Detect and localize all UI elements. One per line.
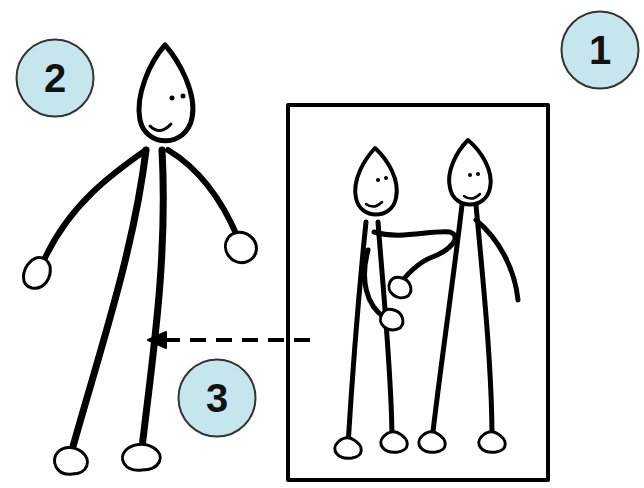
figure-mouth: [150, 124, 171, 131]
figure-arm: [365, 250, 385, 318]
figure-mouth: [464, 194, 480, 199]
figure-foot: [123, 444, 161, 470]
figure-eye: [468, 173, 472, 177]
callout-number: 2: [44, 58, 66, 98]
figure-eye: [384, 176, 388, 180]
figure-foot: [479, 432, 505, 452]
figure-hand: [389, 277, 411, 298]
arrow-head: [148, 332, 166, 348]
figure-arm: [168, 150, 238, 238]
figure-eye: [376, 178, 380, 182]
callout-circle-shape: [17, 40, 94, 117]
figure-hand: [225, 232, 256, 262]
figure-eye: [181, 94, 186, 99]
figure-head: [449, 140, 491, 205]
figure-hand: [380, 309, 402, 330]
figure-foot: [419, 432, 445, 452]
figure-mouth: [366, 202, 382, 207]
dashed-arrow: [160, 338, 310, 342]
figure-eye: [476, 172, 480, 176]
figure-leg: [476, 205, 492, 440]
figure-eye: [170, 96, 175, 101]
figure-leg: [72, 150, 146, 450]
framed-figures: [335, 140, 518, 458]
figure-leg: [432, 205, 462, 440]
picture-frame: [288, 105, 548, 480]
callout-circle: 3: [177, 358, 257, 438]
figure-hand: [24, 258, 51, 289]
figure-foot: [335, 438, 361, 458]
figure-head: [355, 148, 397, 215]
callout-circle: 2: [15, 38, 95, 118]
figure-leg: [142, 150, 163, 448]
figure-head: [139, 45, 193, 141]
figure-foot: [54, 448, 87, 475]
callout-number: 1: [589, 30, 611, 70]
callout-number: 3: [206, 378, 228, 418]
callout-circle-shape: [179, 360, 256, 437]
figure-arm: [374, 232, 455, 285]
figure-leg: [348, 222, 366, 445]
callout-circle-shape: [562, 12, 639, 89]
figure-foot: [381, 432, 407, 452]
callout-circle: 1: [560, 10, 640, 90]
figure-arm: [476, 220, 518, 300]
